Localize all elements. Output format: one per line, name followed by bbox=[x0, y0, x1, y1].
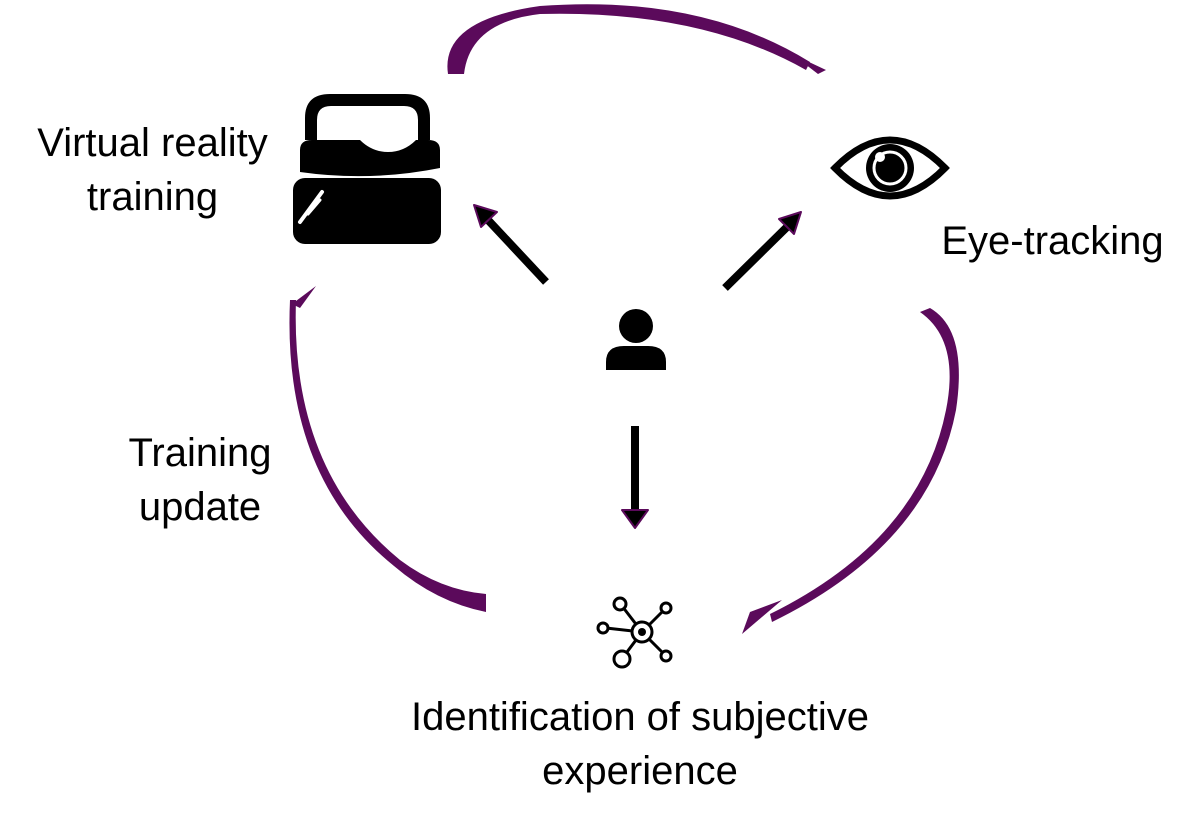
label-training-update: Training update bbox=[100, 426, 300, 534]
label-vr-line1: Virtual reality bbox=[37, 121, 268, 165]
label-ident-line1: Identification of subjective bbox=[410, 695, 870, 739]
eye-icon bbox=[830, 136, 950, 200]
arrow-user-to-eye bbox=[722, 211, 802, 291]
label-vr-line2: training bbox=[86, 175, 219, 219]
label-update-line1: Training bbox=[128, 431, 272, 475]
label-eye-tracking: Eye-tracking bbox=[920, 214, 1185, 268]
cycle-arrow-ident-to-vr bbox=[289, 286, 486, 612]
network-icon bbox=[596, 596, 673, 669]
user-icon bbox=[606, 309, 666, 370]
cycle-arrow-eye-to-ident bbox=[742, 308, 959, 634]
arrow-user-to-vr bbox=[473, 204, 549, 285]
label-ident-line2: experience bbox=[542, 749, 738, 793]
label-update-line2: update bbox=[138, 485, 262, 529]
vr-headset-icon bbox=[293, 94, 441, 244]
cycle-arrow-vr-to-eye bbox=[447, 4, 826, 75]
label-eye-tracking-text: Eye-tracking bbox=[941, 219, 1164, 263]
label-virtual-reality-training: Virtual reality training bbox=[10, 116, 295, 224]
arrow-user-to-ident bbox=[621, 426, 649, 529]
label-identification: Identification of subjective experience bbox=[360, 690, 920, 798]
